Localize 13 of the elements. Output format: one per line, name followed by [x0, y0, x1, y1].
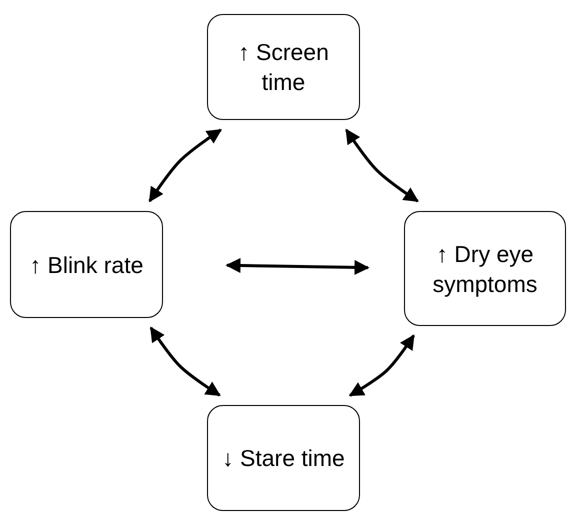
double-arrow [150, 326, 221, 396]
double-arrow [226, 258, 370, 275]
double-arrow [348, 334, 415, 397]
rounded-box [207, 14, 360, 120]
node-label: ↓ Stare time [222, 444, 345, 473]
rounded-box [207, 405, 360, 511]
node-label: ↑ Dry eye symptoms [432, 240, 538, 298]
double-arrow [148, 128, 222, 202]
rounded-box [404, 211, 566, 326]
node-label: ↑ Blink rate [30, 250, 144, 280]
node-label: ↑ Screen time [237, 38, 330, 97]
double-arrow [345, 128, 419, 202]
rounded-box [10, 211, 163, 318]
